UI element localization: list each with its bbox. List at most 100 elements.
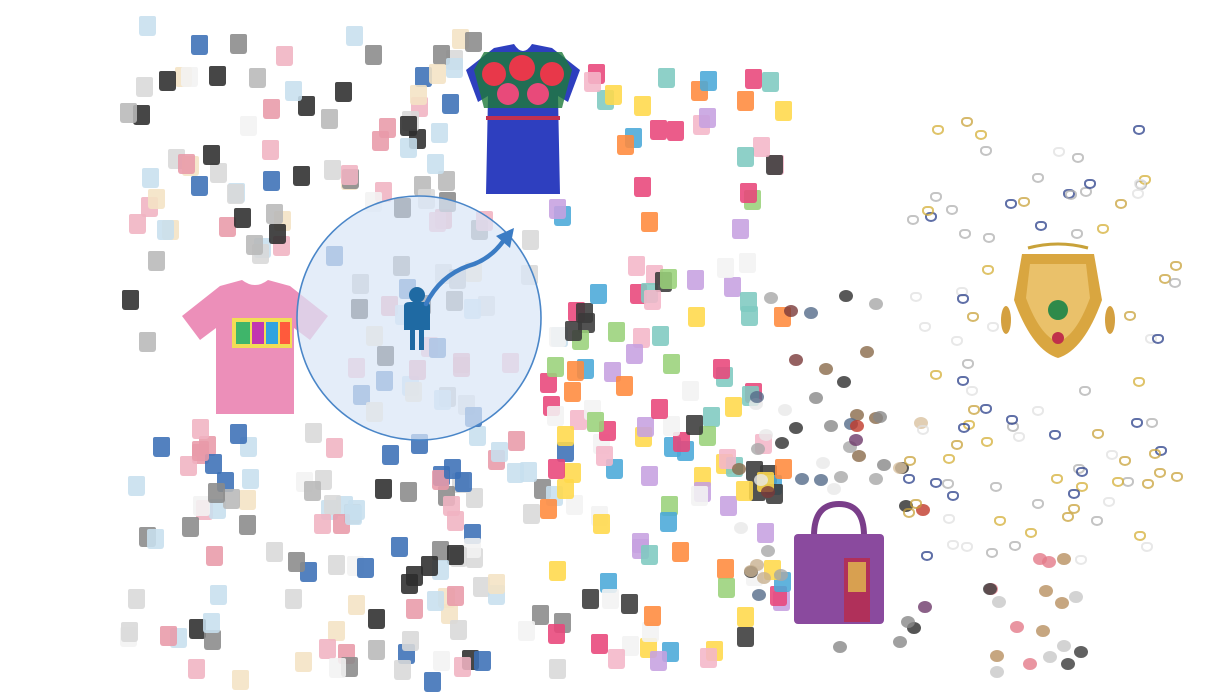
product-thumbnail — [303, 480, 321, 501]
product-thumbnail — [357, 557, 375, 578]
product-thumbnail — [902, 508, 915, 519]
product-thumbnail — [699, 425, 717, 446]
product-thumbnail — [651, 398, 669, 419]
product-thumbnail — [325, 246, 343, 267]
product-thumbnail — [263, 98, 281, 119]
product-thumbnail — [1076, 466, 1089, 477]
product-thumbnail — [736, 480, 754, 501]
product-thumbnail — [351, 273, 369, 294]
product-thumbnail — [634, 96, 652, 117]
product-thumbnail — [401, 573, 419, 594]
product-thumbnail — [210, 163, 228, 184]
product-thumbnail — [903, 473, 916, 484]
product-thumbnail — [698, 108, 716, 129]
product-thumbnail — [1146, 417, 1159, 428]
product-thumbnail — [1119, 456, 1132, 467]
product-thumbnail — [293, 165, 311, 186]
product-thumbnail — [1068, 503, 1081, 514]
product-thumbnail — [960, 117, 973, 128]
product-thumbnail — [433, 651, 451, 672]
product-thumbnail — [990, 665, 1005, 678]
product-thumbnail — [575, 303, 593, 324]
product-thumbnail — [392, 256, 410, 277]
product-thumbnail — [957, 294, 970, 305]
product-thumbnail — [476, 211, 494, 232]
product-thumbnail — [761, 486, 776, 499]
product-thumbnail — [941, 478, 954, 489]
product-thumbnail — [794, 472, 809, 485]
product-thumbnail — [987, 321, 1000, 332]
product-thumbnail — [981, 265, 994, 276]
product-thumbnail — [660, 495, 678, 516]
product-thumbnail — [147, 528, 165, 549]
product-thumbnail — [736, 607, 754, 628]
product-thumbnail — [410, 433, 428, 454]
product-thumbnail — [622, 636, 640, 657]
product-thumbnail — [121, 622, 139, 643]
product-thumbnail — [127, 475, 145, 496]
product-thumbnail — [945, 204, 958, 215]
product-thumbnail — [918, 322, 931, 333]
product-thumbnail — [563, 381, 581, 402]
product-thumbnail — [700, 648, 718, 669]
product-thumbnail — [809, 392, 824, 405]
product-thumbnail — [869, 472, 884, 485]
product-thumbnail — [139, 331, 157, 352]
product-thumbnail — [872, 411, 887, 424]
product-thumbnail — [1050, 473, 1063, 484]
product-thumbnail — [520, 462, 538, 483]
product-thumbnail — [1169, 277, 1182, 288]
product-thumbnail — [540, 373, 558, 394]
product-thumbnail — [321, 109, 339, 130]
product-thumbnail — [548, 198, 566, 219]
product-thumbnail — [774, 569, 789, 582]
product-thumbnail — [135, 77, 153, 98]
product-thumbnail — [263, 171, 281, 192]
product-thumbnail — [209, 65, 227, 86]
product-thumbnail — [650, 651, 668, 672]
product-thumbnail — [427, 154, 445, 175]
product-thumbnail — [681, 381, 699, 402]
product-thumbnail — [1131, 417, 1144, 428]
product-thumbnail — [761, 545, 776, 558]
product-thumbnail — [640, 212, 658, 233]
product-thumbnail — [626, 344, 644, 365]
product-thumbnail — [1054, 597, 1069, 610]
product-thumbnail — [295, 651, 313, 672]
product-thumbnail — [775, 100, 793, 121]
product-thumbnail — [449, 620, 467, 641]
product-thumbnail — [833, 471, 848, 484]
product-thumbnail — [564, 320, 582, 341]
product-thumbnail — [508, 431, 526, 452]
product-thumbnail — [744, 565, 759, 578]
product-thumbnail — [433, 44, 450, 65]
product-thumbnail — [120, 102, 138, 123]
product-thumbnail — [957, 423, 970, 434]
product-thumbnail — [1106, 449, 1119, 460]
product-thumbnail — [758, 429, 773, 442]
product-thumbnail — [366, 326, 384, 347]
product-thumbnail — [374, 479, 392, 500]
product-thumbnail — [417, 188, 435, 209]
product-thumbnail — [205, 545, 223, 566]
product-thumbnail — [877, 459, 892, 472]
product-thumbnail — [203, 145, 221, 166]
product-thumbnail — [490, 441, 508, 462]
product-thumbnail — [395, 305, 413, 326]
product-thumbnail — [893, 461, 908, 474]
product-thumbnail — [451, 28, 469, 49]
product-thumbnail — [627, 256, 645, 277]
product-thumbnail — [582, 589, 600, 610]
product-thumbnail — [335, 81, 353, 102]
product-thumbnail — [738, 252, 756, 273]
product-thumbnail — [641, 466, 659, 487]
product-thumbnail — [1042, 651, 1057, 664]
product-thumbnail — [990, 482, 1003, 493]
product-thumbnail — [463, 298, 481, 319]
product-thumbnail — [604, 84, 622, 105]
product-thumbnail — [659, 269, 677, 290]
product-thumbnail — [348, 358, 366, 379]
product-thumbnail — [381, 445, 399, 466]
product-thumbnail — [446, 291, 463, 312]
product-thumbnail — [248, 67, 266, 88]
